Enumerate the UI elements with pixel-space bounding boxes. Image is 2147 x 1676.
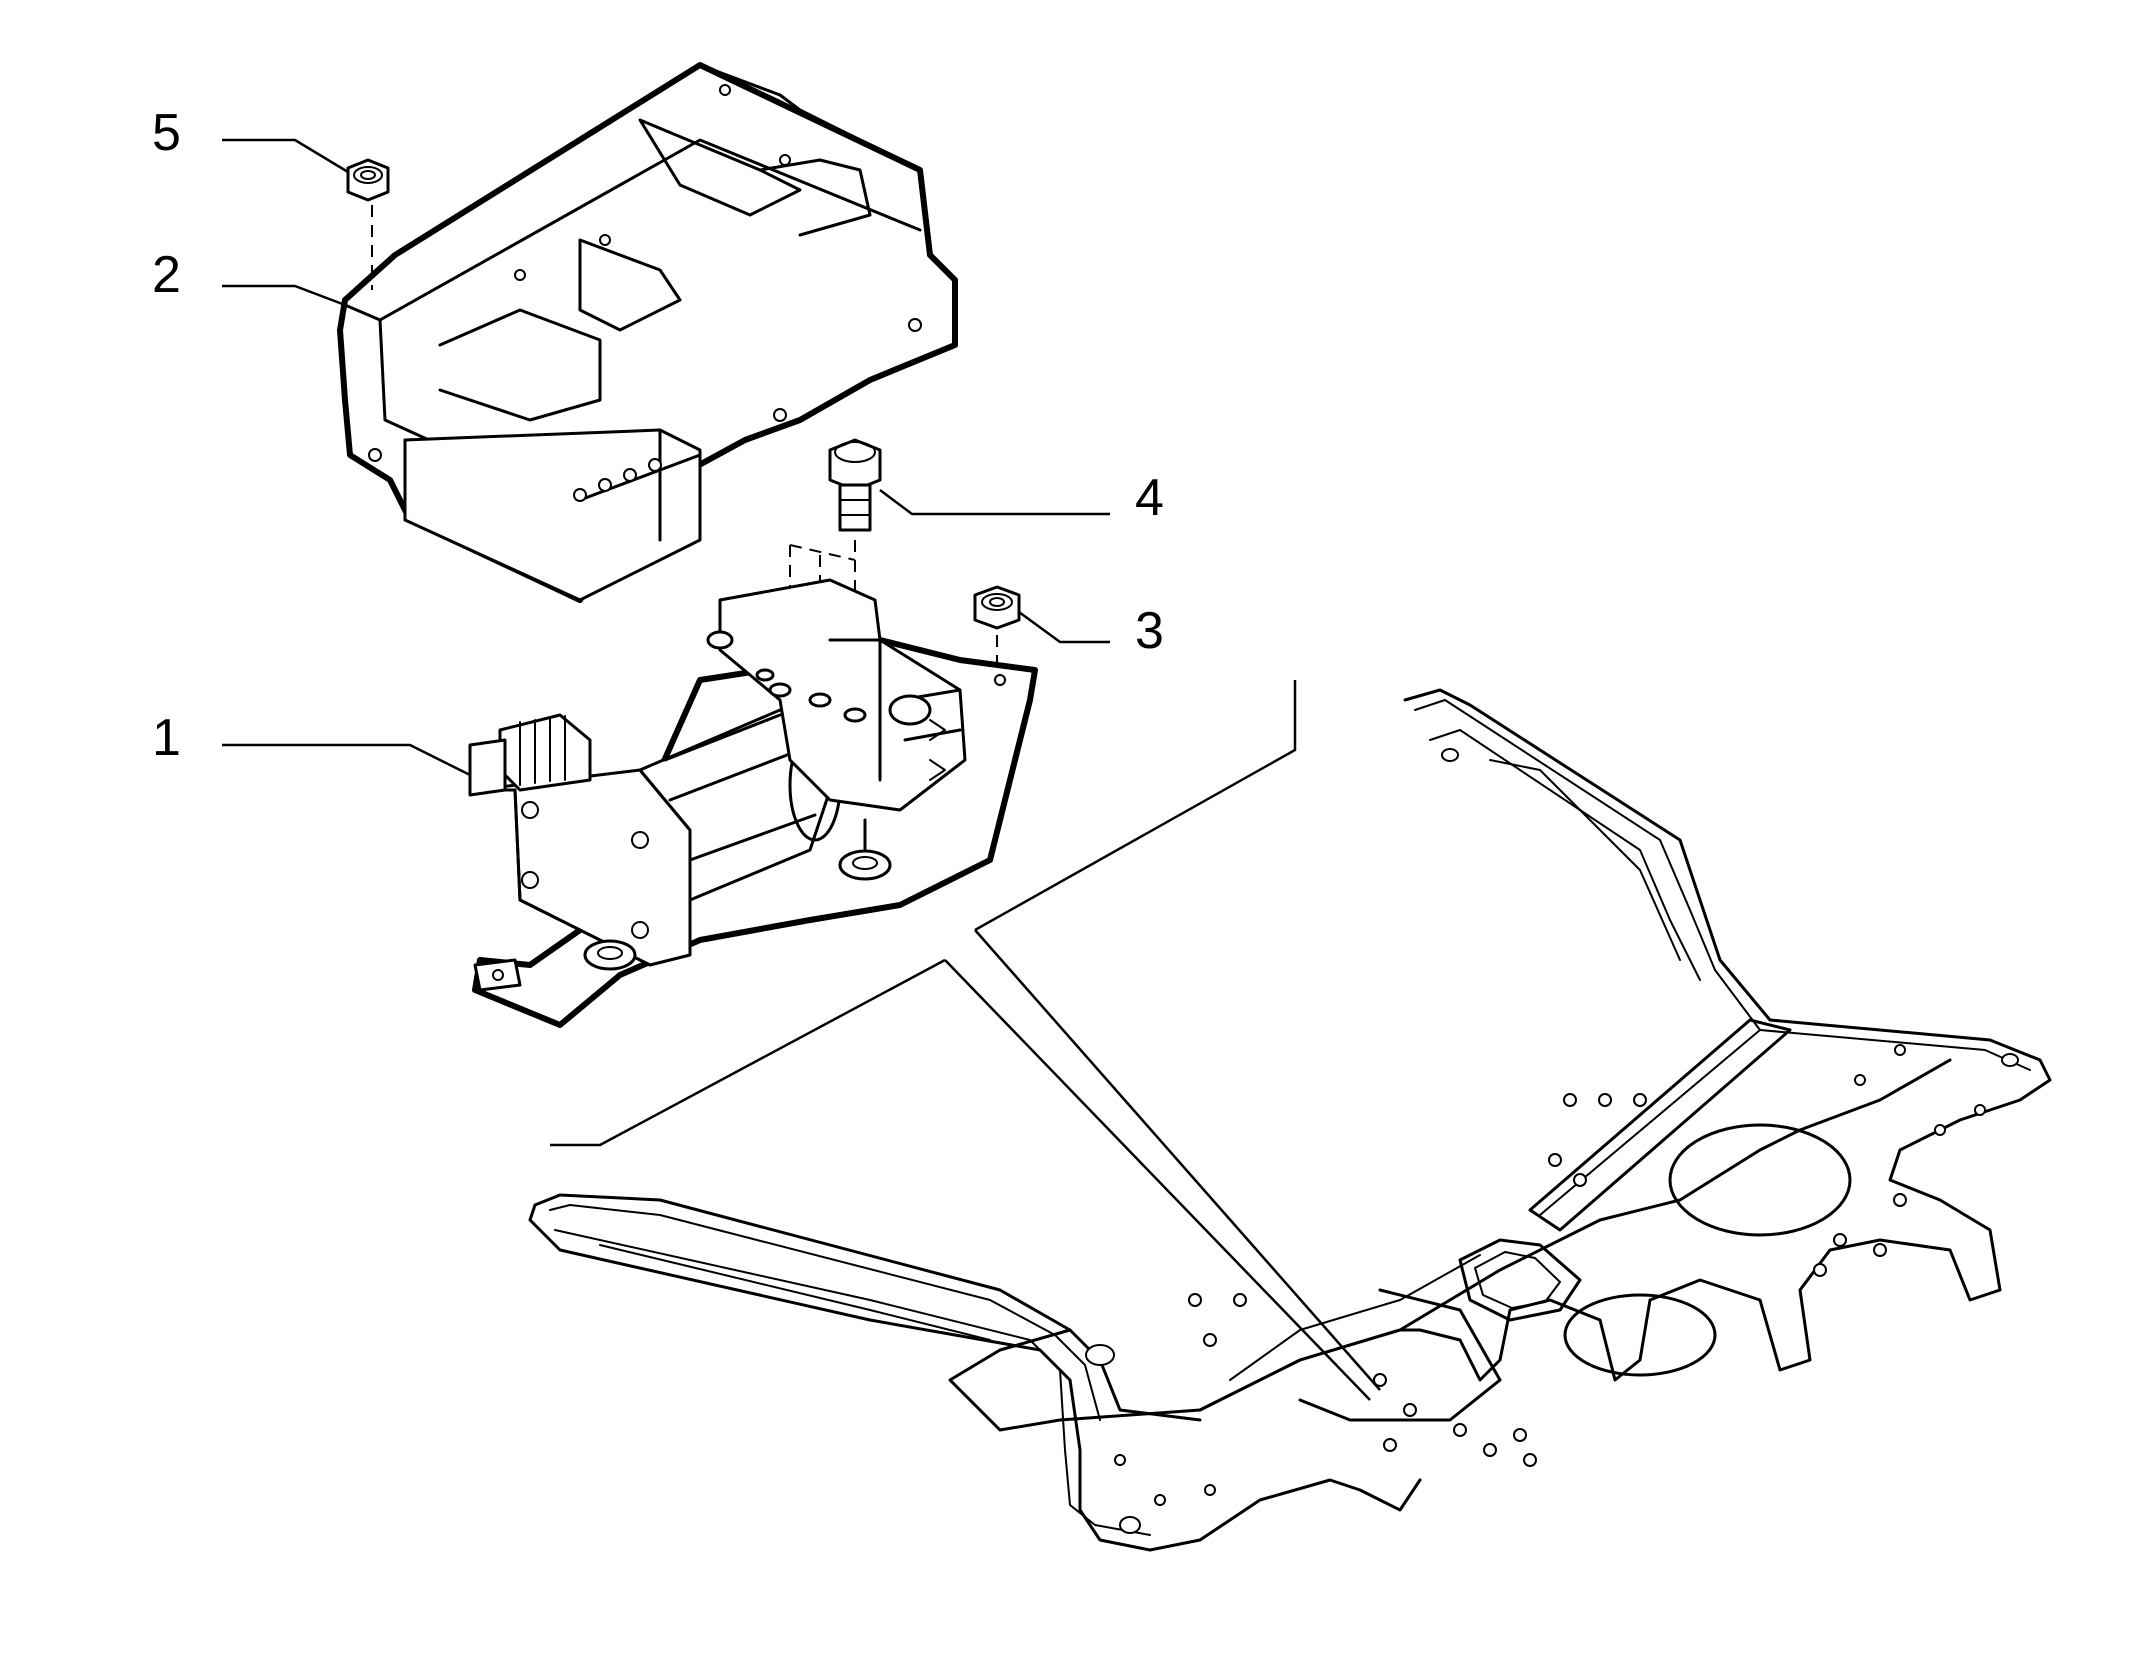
callout-label-4: 4 xyxy=(1135,469,1164,527)
compressor-assembly[interactable] xyxy=(468,578,1038,1028)
nut-part-3[interactable] xyxy=(973,585,1021,680)
nut-part-5[interactable] xyxy=(346,158,390,290)
subframe-crossmember xyxy=(528,688,2052,1552)
callout-2: 2 xyxy=(152,246,346,307)
control-unit-cover[interactable] xyxy=(337,62,958,603)
callout-label-1: 1 xyxy=(152,709,181,767)
callout-1: 1 xyxy=(152,709,471,777)
callout-label-3: 3 xyxy=(1135,602,1164,660)
fitting-part-4[interactable] xyxy=(789,438,882,700)
callout-3: 3 xyxy=(1018,602,1164,660)
callout-label-5: 5 xyxy=(152,104,181,162)
locator-lines xyxy=(550,680,1381,1401)
callout-5: 5 xyxy=(152,104,349,174)
callout-4: 4 xyxy=(879,469,1164,527)
callout-label-2: 2 xyxy=(152,246,181,304)
